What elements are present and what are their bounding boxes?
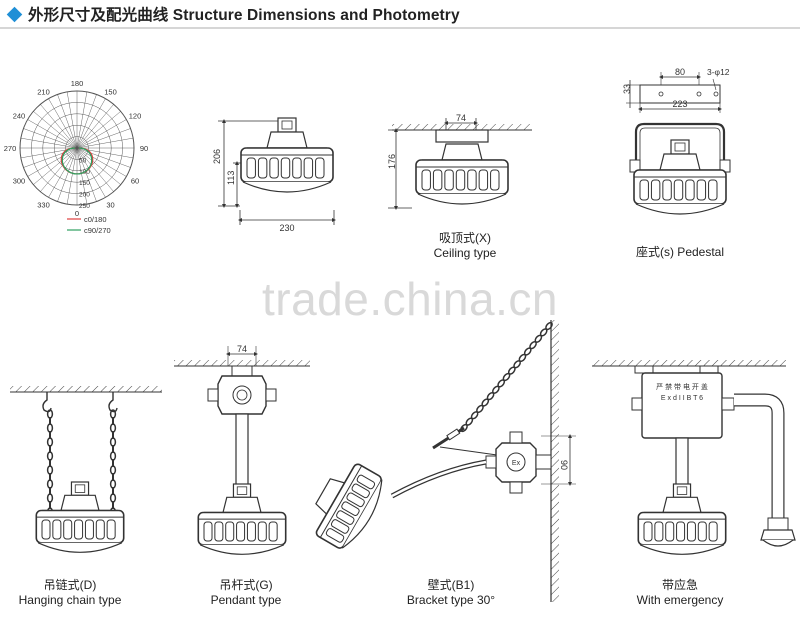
dim-bracket-box: 90 [559, 460, 569, 470]
header-divider [0, 27, 800, 29]
caption-pedestal: 座式(s) Pedestal [620, 245, 740, 260]
polar-radial-label: 150 [79, 180, 90, 187]
dim-ceiling-neck: 74 [456, 113, 466, 123]
polar-angle-label: 150 [104, 88, 117, 97]
pendant-type-drawing: 74 [174, 344, 310, 487]
polar-angle-label: 0 [75, 209, 79, 218]
wall-hatch [551, 320, 559, 602]
legend-label-c90: c90/270 [84, 226, 111, 235]
polar-angle-label: 60 [131, 177, 139, 186]
watermark-text: trade.china.cn [262, 273, 558, 325]
caption-pendant-cn: 吊杆式(G) [219, 578, 273, 592]
polar-radial-label: 50 [79, 157, 87, 164]
dim-pendant-box: 74 [237, 344, 247, 354]
dim-pedestal-spacing: 80 [675, 67, 685, 77]
dim-pedestal-height: 33 [622, 84, 632, 94]
emergency-type-drawing: 严 禁 带 电 开 盖 E x d I I B T 6 [592, 360, 796, 547]
section-header: 外形尺寸及配光曲线 Structure Dimensions and Photo… [0, 0, 800, 28]
ceiling-hatch [592, 360, 786, 366]
hanging-chain-left [46, 409, 54, 523]
pedestal-plate-drawing: 80 3-φ12 33 223 [622, 67, 730, 113]
polar-angle-label: 330 [37, 200, 50, 209]
caption-pendant-en: Pendant type [210, 593, 282, 607]
caption-pendant: 吊杆式(G) Pendant type [196, 578, 296, 608]
polar-angle-label: 240 [13, 112, 26, 121]
ceiling-hatch [392, 124, 532, 130]
caption-ceiling-cn: 吸顶式(X) [439, 231, 491, 245]
caption-emergency-cn: 带应急 [661, 578, 698, 592]
box-ex-rating: E x d I I B T 6 [661, 395, 703, 402]
dim-front-lower: 113 [226, 171, 236, 185]
hanging-chain-right [109, 409, 117, 523]
polar-angle-label: 30 [106, 200, 114, 209]
polar-legend: c0/180 c90/270 [67, 215, 111, 235]
pedestal-bracket [629, 122, 731, 174]
legend-label-c0: c0/180 [84, 215, 107, 224]
lamp-fixture [197, 483, 287, 555]
caption-bracket-cn: 壁式(B1) [427, 578, 475, 592]
polar-angle-label: 180 [71, 79, 84, 88]
bracket-chain [460, 321, 553, 433]
box-warning-text: 严 禁 带 电 开 盖 [656, 382, 708, 391]
polar-angle-label: 270 [4, 144, 17, 153]
lamp-fixture [633, 139, 727, 215]
polar-angle-label: 300 [13, 177, 26, 186]
dim-ceiling-height: 176 [387, 154, 397, 169]
bracket-type-drawing: 90 Ex [315, 320, 576, 602]
emergency-box [641, 372, 723, 439]
caption-chain-cn: 吊链式(D) [43, 578, 97, 592]
polar-angle-label: 210 [37, 88, 50, 97]
lamp-fixture [415, 143, 509, 205]
dim-pedestal-width: 223 [672, 99, 687, 109]
caption-emergency-en: With emergency [636, 593, 724, 607]
lamp-fixture [240, 117, 334, 193]
caption-bracket-en: Bracket type 30° [406, 593, 496, 607]
caption-chain: 吊链式(D) Hanging chain type [5, 578, 135, 608]
polar-photometry-chart: 1801501209060300330300270240210501001502… [4, 79, 148, 218]
ex-marking: Ex [512, 460, 521, 467]
caption-ceiling-en: Ceiling type [433, 246, 497, 260]
lamp-fixture [637, 483, 727, 555]
lamp-fixture [315, 463, 383, 549]
polar-angle-label: 90 [140, 144, 148, 153]
polar-angle-label: 120 [129, 112, 142, 121]
dim-pedestal-holes: 3-φ12 [707, 67, 730, 77]
caption-ceiling: 吸顶式(X) Ceiling type [410, 231, 520, 261]
ceiling-hatch [174, 360, 310, 366]
lamp-fixture [35, 481, 125, 553]
polar-radial-label: 200 [79, 192, 90, 199]
dim-front-height: 206 [212, 149, 222, 164]
curve-c90-270 [61, 147, 93, 175]
front-view-drawing: 206 113 230 [212, 119, 336, 233]
polar-radial-label: 250 [79, 203, 90, 210]
dim-front-width: 230 [279, 223, 294, 233]
caption-emergency: 带应急 With emergency [620, 578, 740, 608]
ceiling-hatch [10, 386, 162, 392]
section-title: 外形尺寸及配光曲线 Structure Dimensions and Photo… [28, 7, 460, 24]
caption-pedestal-cn: 座式(s) Pedestal [635, 245, 725, 259]
caption-bracket: 壁式(B1) Bracket type 30° [391, 578, 511, 608]
caption-chain-en: Hanging chain type [18, 593, 122, 607]
